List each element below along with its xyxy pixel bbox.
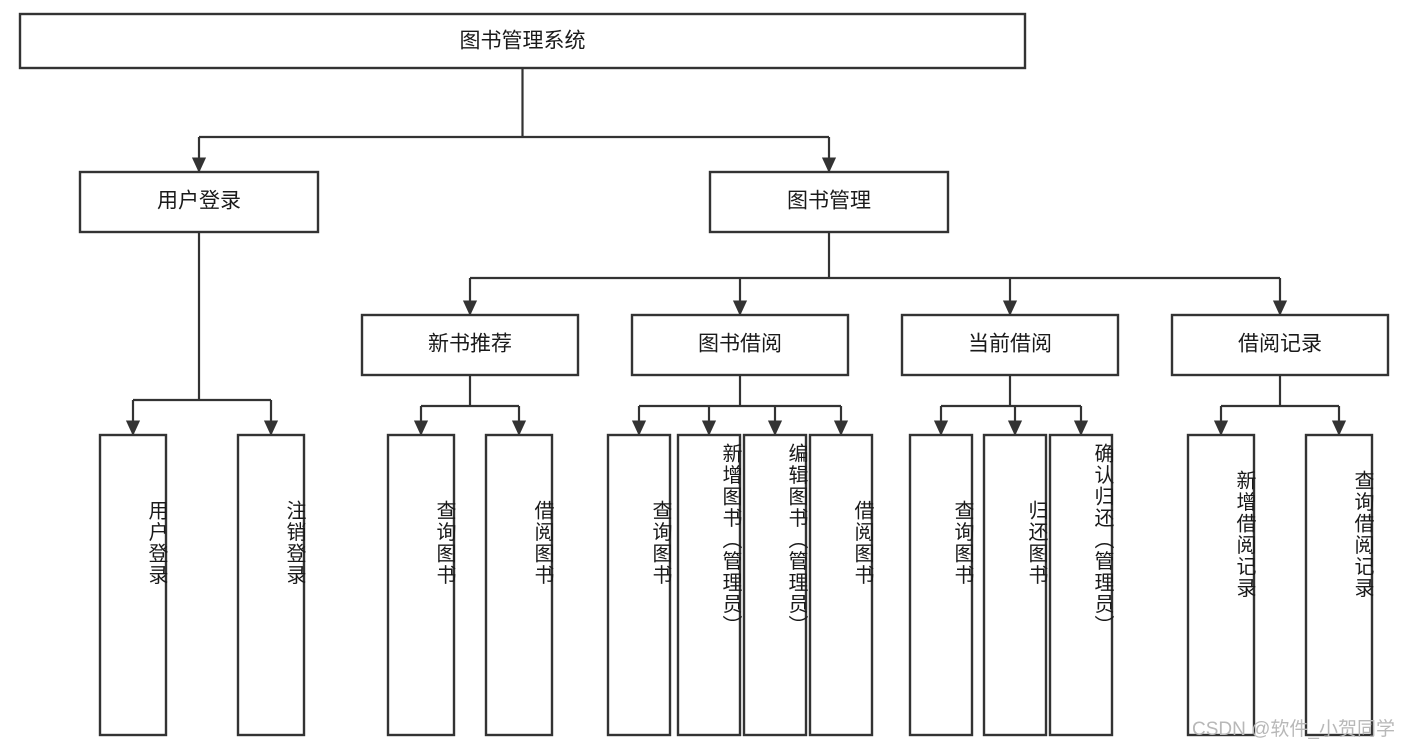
node-book-management-label: 图书管理: [787, 190, 871, 213]
leaf-box-user-login[interactable]: [98, 433, 168, 737]
node-borrowing-records-box[interactable]: [1170, 313, 1390, 377]
node-borrowing-records-label: 借阅记录: [1238, 333, 1322, 356]
node-book-borrowing[interactable]: 图书借阅: [630, 313, 850, 377]
node-current-borrowing[interactable]: 当前借阅: [900, 313, 1120, 377]
node-new-book-recommendation-label: 新书推荐: [428, 333, 512, 356]
leaf-box-borrow-book-bb[interactable]: [808, 433, 874, 737]
leaf-box-confirm-return[interactable]: [1048, 433, 1114, 737]
node-new-book-recommendation[interactable]: 新书推荐: [360, 313, 580, 377]
node-book-borrowing-box[interactable]: [630, 313, 850, 377]
node-book-borrowing-label: 图书借阅: [698, 333, 782, 356]
leaf-box-return-book[interactable]: [982, 433, 1048, 737]
leaf-box-add-borrow-record[interactable]: [1186, 433, 1256, 737]
node-book-management-box[interactable]: [708, 170, 950, 234]
node-book-management[interactable]: 图书管理: [708, 170, 950, 234]
leaf-box-logout[interactable]: [236, 433, 306, 737]
node-user-login-box[interactable]: [78, 170, 320, 234]
node-root-box[interactable]: [18, 12, 1027, 70]
leaf-box-query-book-nbr[interactable]: [386, 433, 456, 737]
node-borrowing-records[interactable]: 借阅记录: [1170, 313, 1390, 377]
leaf-box-borrow-book-nbr[interactable]: [484, 433, 554, 737]
node-current-borrowing-box[interactable]: [900, 313, 1120, 377]
node-user-login[interactable]: 用户登录: [78, 170, 320, 234]
node-new-book-recommendation-box[interactable]: [360, 313, 580, 377]
leaf-box-query-borrow-record[interactable]: [1304, 433, 1374, 737]
csdn-watermark: CSDN @软件_小贺同学: [1192, 719, 1395, 740]
leaf-box-edit-book-admin[interactable]: [742, 433, 808, 737]
node-root-label: 图书管理系统: [460, 30, 586, 53]
node-root-book-management-system[interactable]: 图书管理系统: [18, 12, 1027, 70]
node-current-borrowing-label: 当前借阅: [968, 333, 1052, 356]
leaf-boxes-group: [98, 433, 1374, 737]
leaf-box-query-book-bb[interactable]: [606, 433, 672, 737]
connectors-group: [125, 68, 1347, 436]
leaf-box-query-book-cb[interactable]: [908, 433, 974, 737]
node-user-login-label: 用户登录: [157, 190, 241, 213]
leaf-box-add-book-admin[interactable]: [676, 433, 742, 737]
